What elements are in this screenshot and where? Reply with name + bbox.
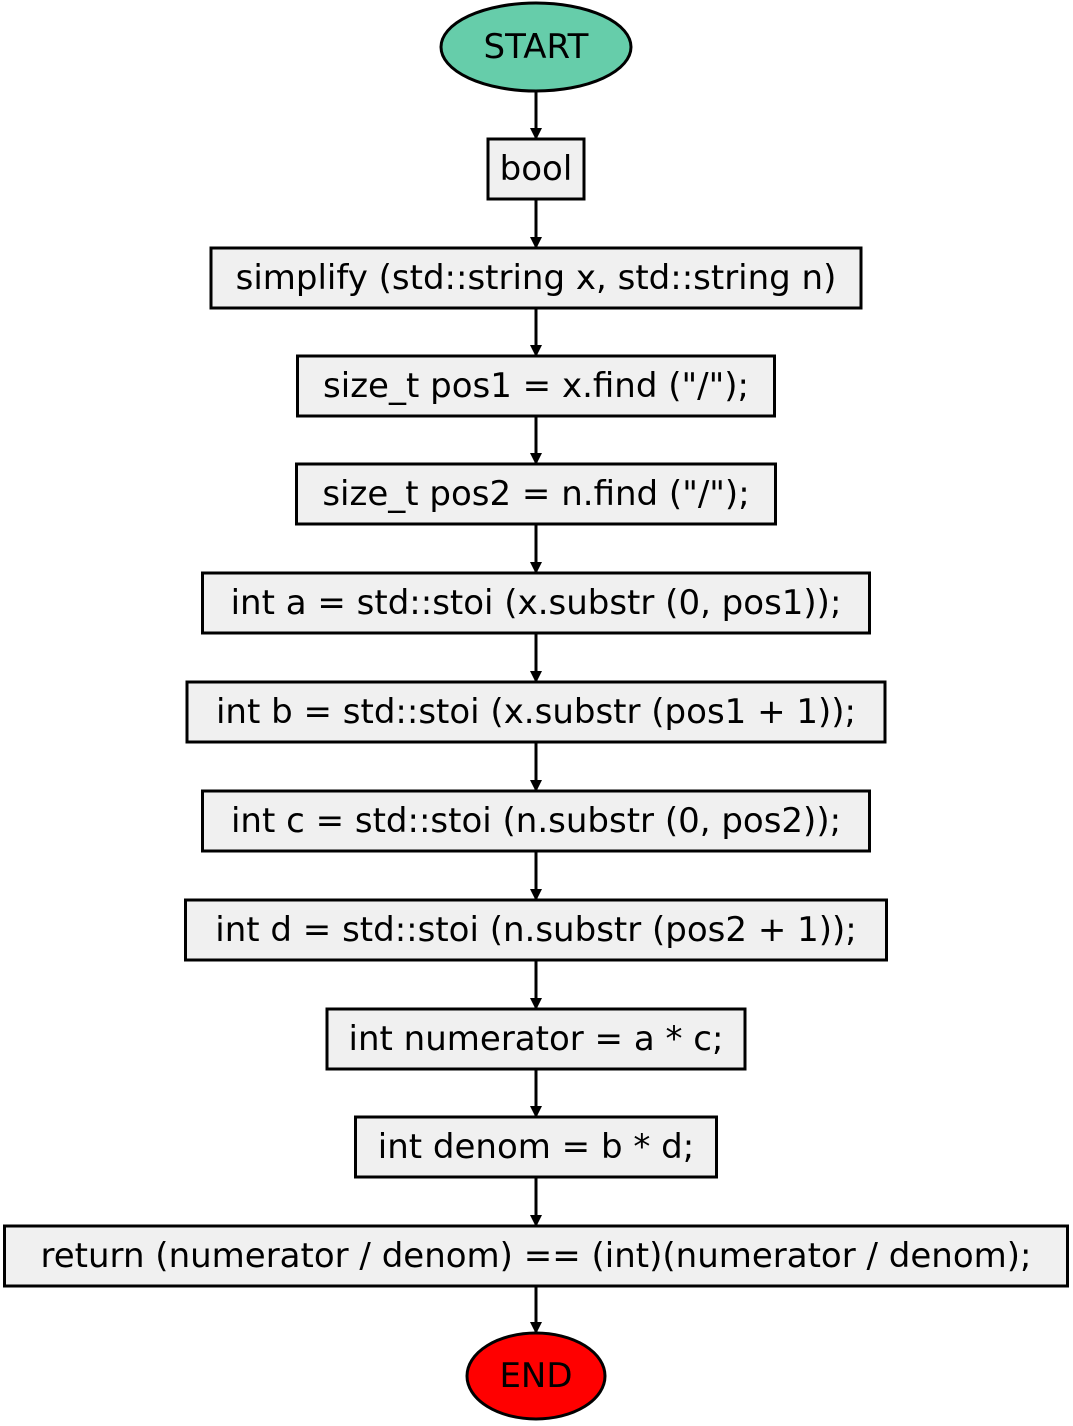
numerator-label: int numerator = a * c; (349, 1019, 724, 1059)
node-numerator: int numerator = a * c; (325, 1007, 747, 1071)
denom-process-box (354, 1115, 718, 1179)
node-var-a: int a = std::stoi (x.substr (0, pos1)); (201, 571, 871, 635)
start-terminal-shape (439, 1, 633, 93)
var-d-label: int d = std::stoi (n.substr (pos2 + 1)); (215, 910, 856, 950)
return-label: return (numerator / denom) == (int)(nume… (41, 1236, 1032, 1276)
bool-process-box (486, 137, 586, 201)
start-label: START (484, 27, 589, 67)
node-var-c: int c = std::stoi (n.substr (0, pos2)); (201, 789, 871, 853)
end-label: END (499, 1356, 572, 1396)
pos2-label: size_t pos2 = n.find ("/"); (322, 474, 749, 514)
node-denom: int denom = b * d; (354, 1115, 718, 1179)
denom-label: int denom = b * d; (378, 1127, 694, 1167)
signature-process-box (209, 246, 863, 310)
node-end: END (465, 1331, 607, 1421)
node-var-b: int b = std::stoi (x.substr (pos1 + 1)); (185, 680, 887, 744)
return-process-box (3, 1224, 1069, 1288)
node-pos1: size_t pos1 = x.find ("/"); (296, 354, 776, 418)
pos1-label: size_t pos1 = x.find ("/"); (323, 366, 749, 406)
node-signature: simplify (std::string x, std::string n) (209, 246, 863, 310)
var-a-label: int a = std::stoi (x.substr (0, pos1)); (231, 583, 842, 623)
var-b-label: int b = std::stoi (x.substr (pos1 + 1)); (216, 692, 856, 732)
node-bool: bool (486, 137, 586, 201)
var-c-label: int c = std::stoi (n.substr (0, pos2)); (231, 801, 841, 841)
pos2-process-box (295, 462, 777, 526)
var-c-process-box (201, 789, 871, 853)
node-return: return (numerator / denom) == (int)(nume… (3, 1224, 1069, 1288)
signature-label: simplify (std::string x, std::string n) (236, 258, 837, 298)
node-start: START (439, 1, 633, 93)
bool-label: bool (500, 149, 573, 189)
end-terminal-shape (465, 1331, 607, 1421)
node-var-d: int d = std::stoi (n.substr (pos2 + 1)); (184, 898, 888, 962)
var-d-process-box (184, 898, 888, 962)
var-b-process-box (185, 680, 887, 744)
var-a-process-box (201, 571, 871, 635)
numerator-process-box (325, 1007, 747, 1071)
node-pos2: size_t pos2 = n.find ("/"); (295, 462, 777, 526)
pos1-process-box (296, 354, 776, 418)
